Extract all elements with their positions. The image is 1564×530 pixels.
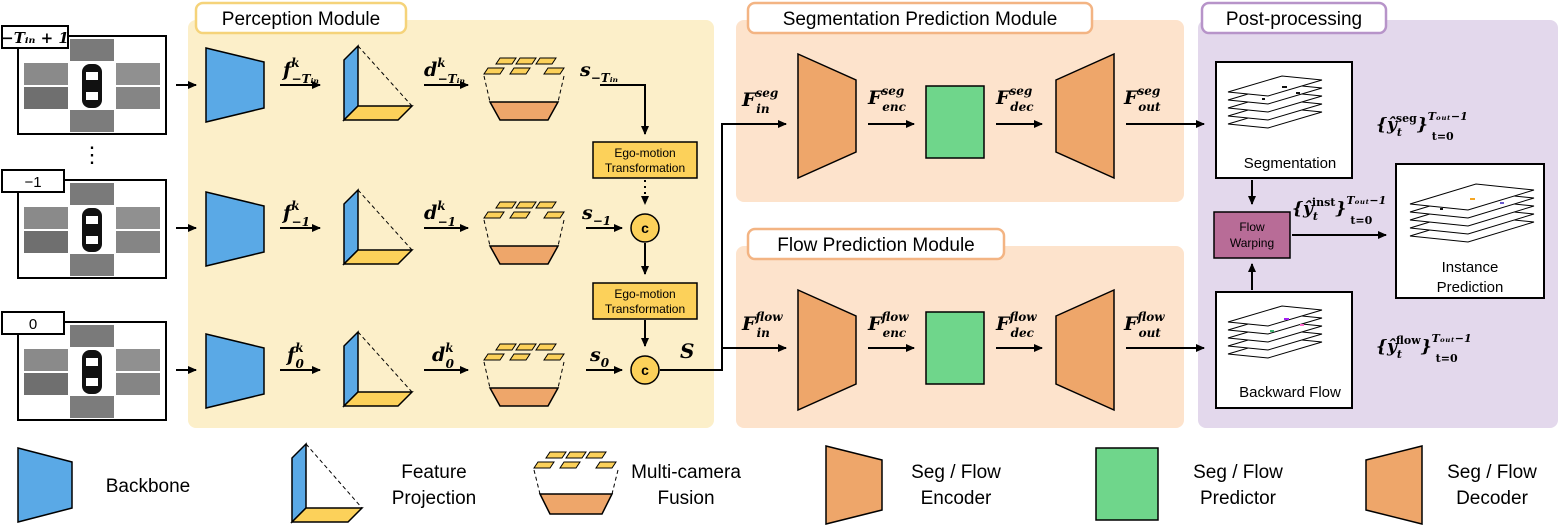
camera-group-0 (17, 321, 167, 421)
ego-motion-box-1 (592, 141, 698, 179)
camera-group-minus-1 (17, 179, 167, 279)
legend-feature-projection-line1: Feature (401, 462, 466, 483)
depth-label-row-2: dk−1 (424, 199, 456, 229)
postprocessing-title: Post-processing (1226, 9, 1362, 30)
legend-backbone-label: Backbone (106, 476, 191, 497)
backbone-shape (205, 191, 265, 267)
segmentation-module-title: Segmentation Prediction Module (783, 9, 1058, 30)
flow-decoder-shape (1055, 288, 1115, 412)
seg-predictor-shape (925, 85, 985, 159)
time-label-0: 0 (29, 316, 37, 333)
multi-camera-fusion-shape (483, 57, 565, 121)
perception-row-2 (176, 188, 565, 267)
perception-title-box (194, 1, 408, 35)
legend-predictor-line1: Seg / Flow (1193, 462, 1283, 483)
segmentation-stack-icon (1227, 75, 1323, 129)
state-label-row-3: s0 (589, 344, 610, 370)
arrow-S-to-seg (660, 120, 787, 371)
flow-warping-label-line1: Flow (1239, 220, 1265, 234)
flow-warping-box (1213, 211, 1291, 259)
flow-encoder-shape (797, 288, 857, 412)
feature-projection-shape (342, 188, 414, 266)
ego-motion-label-2-line2: Transformation (605, 302, 685, 316)
perception-row-3 (176, 330, 565, 409)
instance-prediction-label-line2: Prediction (1437, 279, 1504, 296)
backward-flow-output-label: Backward Flow (1239, 384, 1341, 401)
concat-symbol-2: c (641, 362, 649, 378)
flow-predictor-shape (925, 311, 985, 385)
legend-encoder-icon (825, 445, 883, 525)
state-label-row-1: s−Tᵢₙ (579, 59, 619, 85)
ego-motion-box-2 (592, 282, 698, 320)
legend-backbone-icon (17, 447, 73, 523)
concat-node-2 (630, 355, 660, 385)
legend-feature-projection-icon (290, 442, 364, 524)
time-label-t-in: −Tᵢₙ + 1 (1, 29, 69, 47)
ego-motion-label-1-line1: Ego-motion (614, 146, 675, 160)
S-label: S (680, 339, 694, 363)
legend-predictor-line2: Predictor (1200, 488, 1277, 509)
perception-row-1 (176, 44, 565, 123)
flow-title-box (746, 227, 1006, 261)
segmentation-output-label: Segmentation (1244, 155, 1337, 172)
ego-motion-label-1-line2: Transformation (605, 161, 685, 175)
instance-stack-icon (1409, 183, 1535, 243)
postprocessing-title-box (1200, 1, 1388, 35)
legend-multi-camera-fusion-line1: Multi-camera (631, 462, 741, 483)
feature-projection-shape (342, 330, 414, 408)
seg-encoder-shape (797, 52, 857, 180)
backward-flow-stack-icon (1227, 305, 1323, 359)
backbone-shape (205, 333, 265, 409)
flow-warping-label-line2: Warping (1230, 236, 1274, 250)
backbone-shape (205, 47, 265, 123)
legend-decoder-icon (1365, 445, 1423, 525)
perception-module-title: Perception Module (222, 9, 380, 30)
multi-camera-fusion-shape (483, 343, 565, 407)
ego-motion-label-2-line1: Ego-motion (614, 287, 675, 301)
camera-group-t-in (17, 35, 167, 135)
legend-decoder-line1: Seg / Flow (1447, 462, 1537, 483)
concat-symbol-1: c (641, 220, 649, 236)
vertical-ellipsis: ⋮ (81, 142, 103, 167)
depth-label-row-1: dk−Tᵢₙ (424, 56, 465, 86)
feature-label-row-1: fk−Tᵢₙ (281, 56, 319, 86)
legend-decoder-line2: Decoder (1456, 488, 1528, 509)
legend: Backbone Feature Projection Multi-camera… (17, 442, 1537, 525)
feature-projection-shape (342, 44, 414, 122)
time-label-box-minus-1 (1, 169, 65, 193)
flow-module-title: Flow Prediction Module (777, 235, 974, 256)
time-label-minus-1: −1 (24, 174, 41, 191)
state-label-row-2: s−1 (581, 202, 611, 228)
feature-label-row-2: fk−1 (281, 199, 310, 229)
legend-encoder-line1: Seg / Flow (911, 462, 1001, 483)
time-label-box-0 (1, 311, 65, 335)
seg-decoder-shape (1055, 52, 1115, 180)
legend-predictor-icon (1095, 447, 1159, 521)
legend-multi-camera-fusion-icon (533, 451, 619, 515)
legend-encoder-line2: Encoder (921, 488, 992, 509)
legend-feature-projection-line2: Projection (392, 488, 477, 509)
concat-node-1 (630, 213, 660, 243)
legend-multi-camera-fusion-line2: Fusion (657, 488, 714, 509)
multi-camera-fusion-shape (483, 201, 565, 265)
instance-prediction-label-line1: Instance (1442, 259, 1499, 276)
time-label-box-t-in (1, 25, 69, 49)
perception-module-panel (188, 20, 714, 428)
arrow-s-to-ego-1 (600, 84, 649, 135)
segmentation-title-box (746, 1, 1094, 35)
